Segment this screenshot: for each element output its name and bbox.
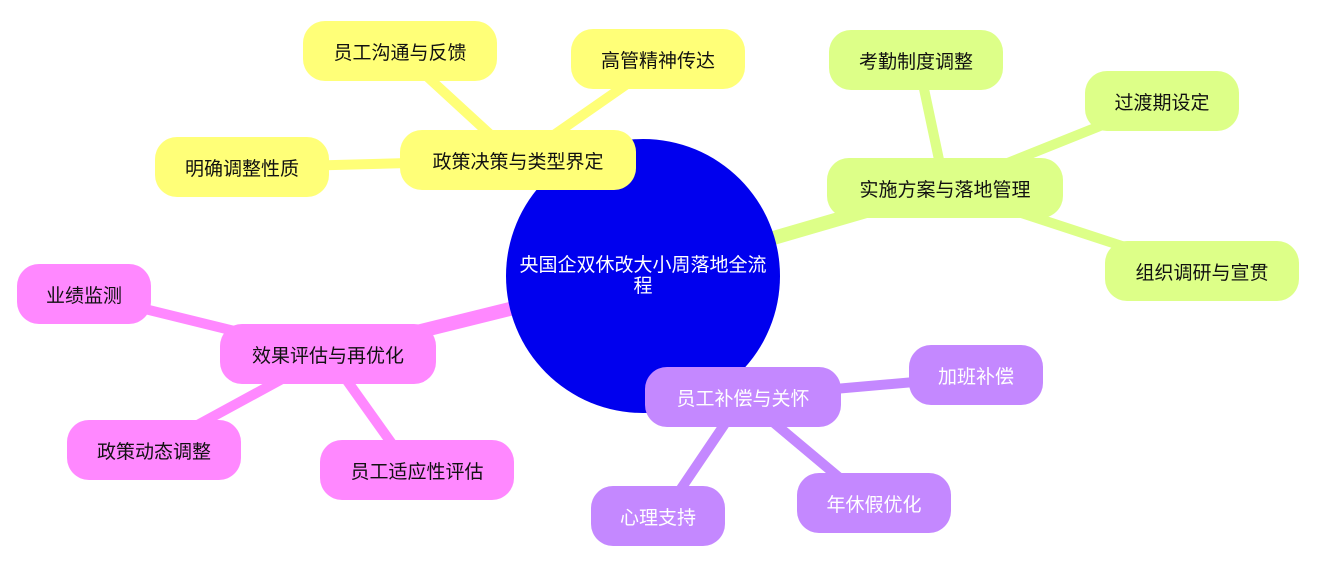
node-communication[interactable]: 员工沟通与反馈: [303, 21, 497, 81]
branch-compensation[interactable]: 员工补偿与关怀: [645, 367, 841, 427]
root-label: 央国企双休改大小周落地全流程: [519, 254, 767, 297]
node-dynamic[interactable]: 政策动态调整: [67, 420, 241, 480]
node-overtime[interactable]: 加班补偿: [909, 345, 1043, 405]
branch-evaluation[interactable]: 效果评估与再优化: [220, 324, 436, 384]
node-psych[interactable]: 心理支持: [591, 486, 725, 546]
branch-implementation[interactable]: 实施方案与落地管理: [827, 158, 1063, 218]
node-adaptability[interactable]: 员工适应性评估: [320, 440, 514, 500]
node-performance[interactable]: 业绩监测: [17, 264, 151, 324]
node-leave[interactable]: 年休假优化: [797, 473, 951, 533]
node-nature[interactable]: 明确调整性质: [155, 137, 329, 197]
branch-policy[interactable]: 政策决策与类型界定: [400, 130, 636, 190]
node-research[interactable]: 组织调研与宣贯: [1105, 241, 1299, 301]
node-executive[interactable]: 高管精神传达: [571, 29, 745, 89]
node-transition[interactable]: 过渡期设定: [1085, 71, 1239, 131]
node-attendance[interactable]: 考勤制度调整: [829, 30, 1003, 90]
